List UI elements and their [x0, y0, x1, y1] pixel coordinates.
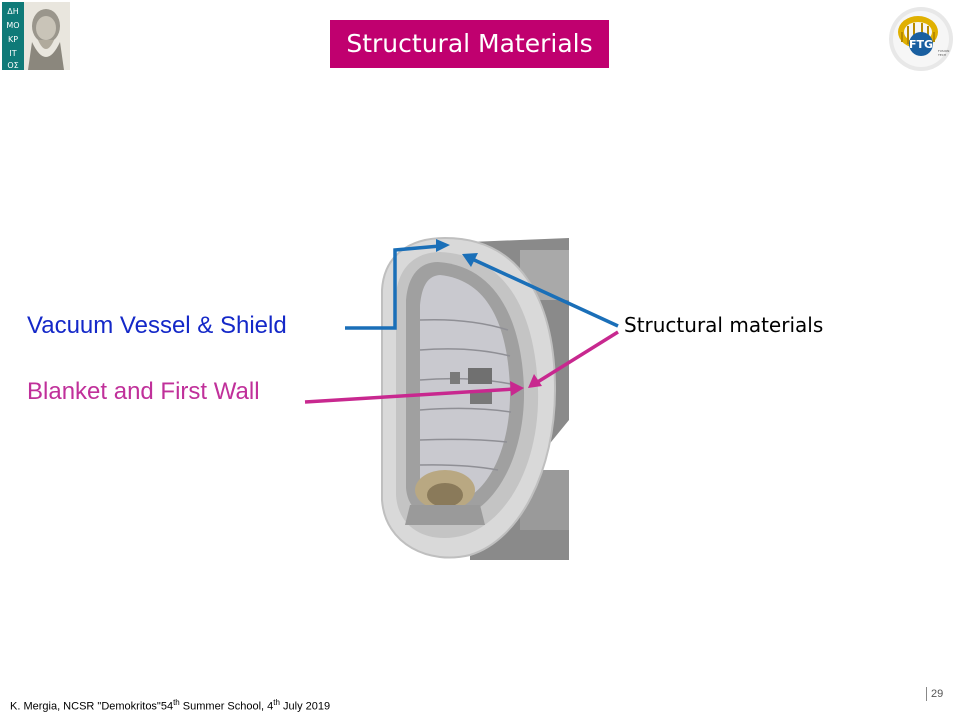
ftg-logo-text: FTG — [909, 38, 933, 51]
structural-magenta-arrow — [535, 330, 619, 385]
demokritos-logo: ΔΗ ΜΟ ΚΡ ΙΤ ΟΣ — [2, 2, 70, 70]
footer-sup1: th — [173, 698, 180, 707]
svg-text:FUSION: FUSION — [938, 49, 949, 53]
footer-prefix: K. Mergia, NCSR "Demokritos"54 — [10, 700, 174, 713]
footer-sup2: th — [273, 698, 280, 707]
blanket-label: Blanket and First Wall — [27, 378, 260, 405]
structural-materials-label: Structural materials — [624, 313, 824, 337]
page-number: 29 — [926, 687, 943, 701]
svg-text:ΜΟ: ΜΟ — [6, 21, 19, 30]
footer-suffix: July 2019 — [279, 700, 331, 713]
svg-text:ΚΡ: ΚΡ — [8, 35, 18, 44]
structural-blue-arrow — [469, 256, 619, 328]
svg-text:ΙΤ: ΙΤ — [9, 49, 16, 58]
footer-middle: Summer School, 4 — [179, 700, 274, 713]
ftg-logo: FTG FUSION TECH — [889, 7, 953, 71]
vacuum-vessel-label: Vacuum Vessel & Shield — [27, 312, 287, 339]
svg-text:ΔΗ: ΔΗ — [7, 7, 19, 16]
svg-text:TECH: TECH — [937, 53, 946, 57]
blanket-arrow — [304, 387, 516, 404]
footer-citation: K. Mergia, NCSR "Demokritos"54th Summer … — [10, 698, 330, 713]
vacuum-vessel-arrow — [345, 244, 441, 330]
slide-title: Structural Materials — [330, 20, 609, 68]
svg-text:ΟΣ: ΟΣ — [7, 61, 18, 70]
